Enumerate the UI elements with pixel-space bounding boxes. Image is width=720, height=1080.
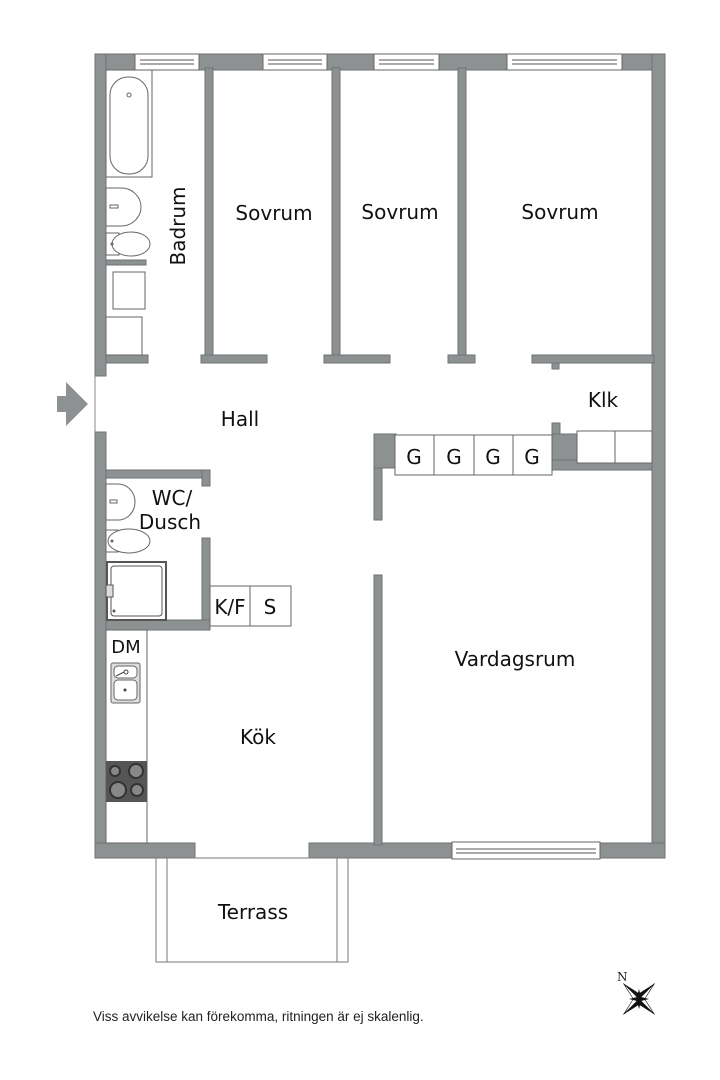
room-label-kok: Kök (240, 725, 276, 749)
room-label-klk: Klk (588, 388, 619, 412)
wardrobe-label: G (485, 445, 501, 469)
stove-icon (106, 761, 147, 802)
room-label-badrum: Badrum (166, 186, 190, 265)
room-label-vardagsrum: Vardagsrum (455, 647, 576, 671)
room-label-hall: Hall (221, 407, 259, 431)
kitchen-counter (105, 629, 148, 844)
room-label-wc-line2: Dusch (139, 510, 201, 534)
wardrobes: G G G G (394, 434, 553, 476)
entrance-arrow-icon (57, 382, 88, 426)
compass-rose-icon: N (617, 970, 655, 1015)
wc-sink-icon (105, 483, 136, 521)
closet-kf-label: K/F (214, 595, 245, 619)
bathtub-icon (105, 69, 153, 178)
closet-s: S (249, 585, 292, 627)
room-label-sovrum-3: Sovrum (521, 200, 598, 224)
room-label-wc-line1: WC/ (152, 486, 193, 510)
interior-walls (105, 67, 655, 846)
toilet-icon (105, 231, 151, 257)
windows (134, 53, 623, 860)
dishwasher-label: DM (111, 637, 140, 658)
washing-machine-icon (105, 271, 146, 356)
shower-icon (105, 561, 167, 621)
disclaimer-text: Viss avvikelse kan förekomma, ritningen … (93, 1009, 424, 1024)
room-label-sovrum-1: Sovrum (235, 201, 312, 225)
klk-closets (576, 430, 653, 464)
room-label-terrass: Terrass (217, 900, 288, 924)
wardrobe-label: G (446, 445, 462, 469)
terrace (155, 857, 349, 963)
room-label-sovrum-2: Sovrum (361, 200, 438, 224)
wardrobe-label: G (524, 445, 540, 469)
wc-toilet-icon (105, 528, 151, 554)
sink-icon (105, 187, 142, 227)
compass-north-label: N (617, 970, 628, 984)
closet-kf: K/F (209, 585, 251, 627)
kitchen-sink-icon (110, 662, 141, 704)
closet-s-label: S (264, 595, 277, 619)
wardrobe-label: G (406, 445, 422, 469)
